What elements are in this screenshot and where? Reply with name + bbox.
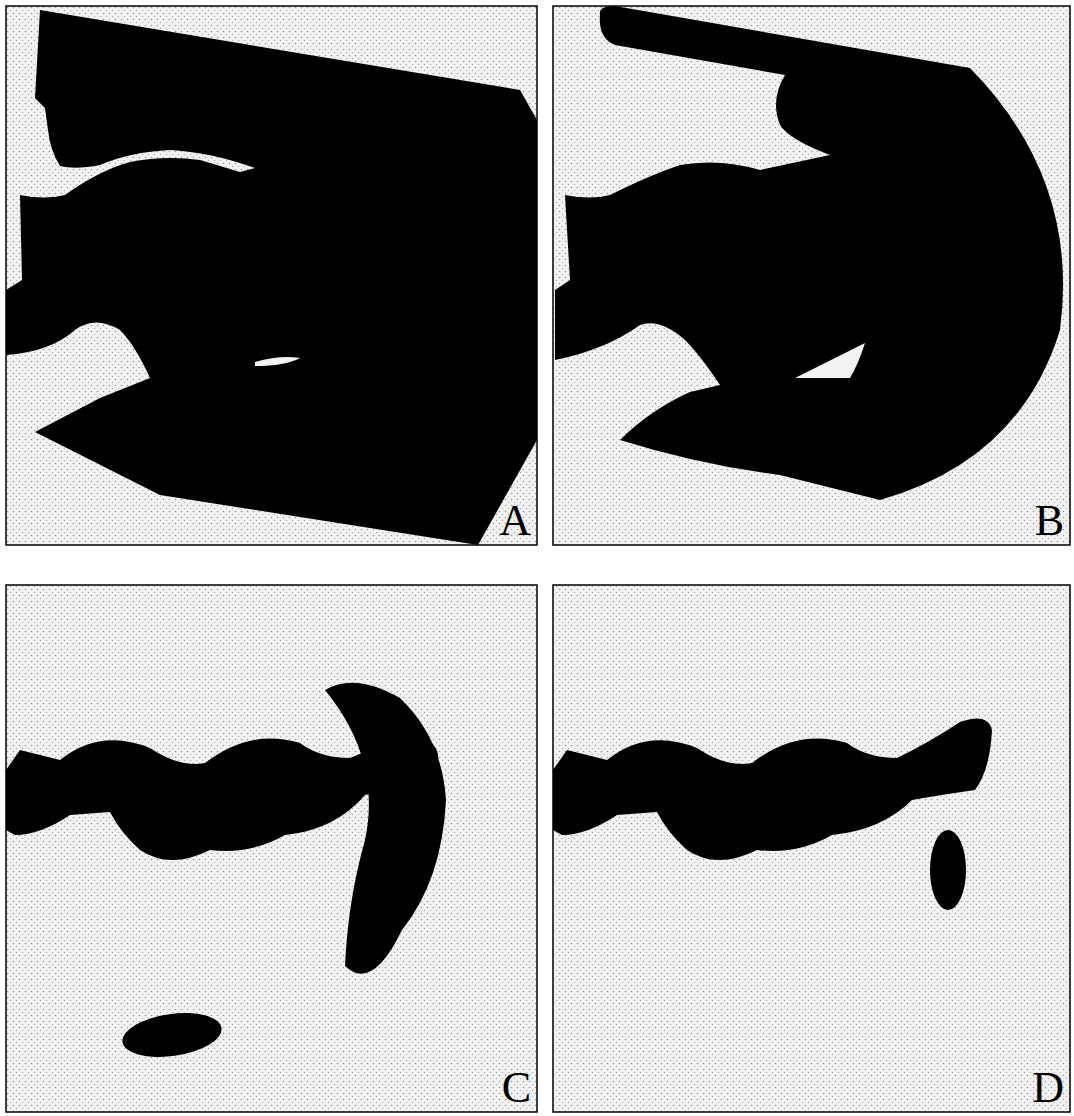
black-region	[6, 10, 537, 545]
panel-frame	[553, 6, 1070, 545]
panel-letter: C	[500, 1066, 533, 1110]
gap	[795, 343, 865, 378]
panel-letter: D	[1030, 1066, 1066, 1110]
black-region	[555, 6, 1063, 500]
panel-frame	[6, 585, 537, 1112]
panel-frame	[553, 585, 1070, 1112]
black-region	[553, 718, 992, 860]
gap	[255, 357, 300, 366]
panel-letter: A	[497, 499, 533, 543]
panel-frame	[6, 6, 537, 545]
panel-letter: B	[1033, 499, 1066, 543]
black-crescent	[325, 683, 446, 974]
black-blob	[120, 1007, 225, 1063]
black-blob	[930, 830, 966, 910]
